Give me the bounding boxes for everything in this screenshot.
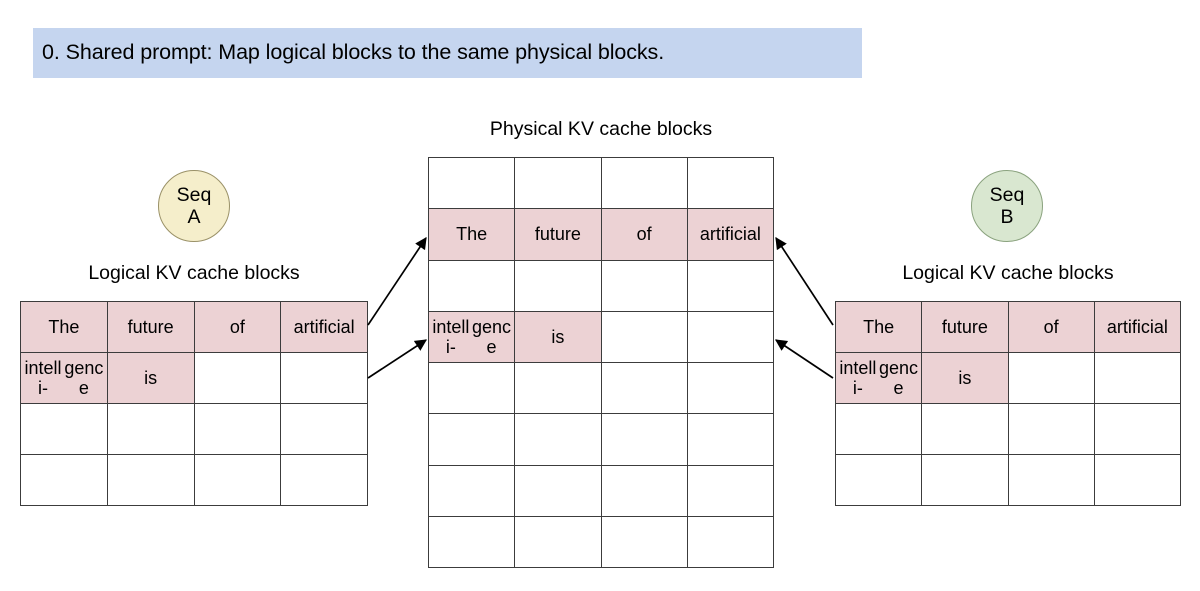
arrow-right-row2-to-physical-row4: [775, 339, 834, 379]
grid-cell: future: [107, 302, 195, 353]
arrow-right-row1-to-physical-row2: [775, 237, 834, 326]
grid-cell: [601, 260, 688, 312]
grid-cell: [687, 414, 774, 466]
sequence-badge-a-line2: A: [187, 206, 201, 228]
sequence-badge-b-line2: B: [1000, 206, 1014, 228]
grid-cell: [429, 516, 516, 568]
grid-cell: [1008, 404, 1095, 455]
grid-cell: of: [194, 302, 282, 353]
grid-cell: [687, 311, 774, 363]
grid-cell: [194, 455, 282, 506]
grid-cell: artificial: [281, 302, 368, 353]
grid-cell: The: [429, 209, 516, 261]
grid-cell: [601, 311, 688, 363]
grid-cell: artificial: [687, 209, 774, 261]
grid-cell: [281, 353, 368, 404]
grid-cell: [687, 363, 774, 415]
grid-cell: [836, 404, 923, 455]
grid-cell: [107, 404, 195, 455]
shared-prompt-text: 0. Shared prompt: Map logical blocks to …: [42, 40, 665, 65]
logical-blocks-caption-left: Logical KV cache blocks: [88, 262, 300, 284]
grid-cell: [601, 516, 688, 568]
grid-cell: [515, 260, 602, 312]
grid-cell: [1094, 353, 1181, 404]
arrow-left-row1-to-physical-row2: [367, 237, 427, 326]
grid-cell: [429, 363, 516, 415]
grid-cell: of: [1008, 302, 1095, 353]
sequence-badge-a: Seq A: [158, 170, 230, 242]
grid-cell: [601, 158, 688, 210]
grid-cell: intelli-gence: [21, 353, 108, 404]
grid-cell: [1008, 353, 1095, 404]
grid-cell: artificial: [1094, 302, 1181, 353]
physical-blocks-caption: Physical KV cache blocks: [489, 118, 713, 140]
grid-cell: [836, 455, 923, 506]
grid-cell: [515, 158, 602, 210]
grid-cell: [429, 465, 516, 517]
grid-cell: is: [922, 353, 1009, 404]
grid-cell: [922, 404, 1009, 455]
grid-cell: intelli-gence: [836, 353, 923, 404]
grid-cell: [601, 465, 688, 517]
logical-blocks-caption-right: Logical KV cache blocks: [902, 262, 1114, 284]
grid-cell: [429, 414, 516, 466]
grid-cell: [1008, 455, 1095, 506]
grid-cell: The: [21, 302, 108, 353]
grid-cell: [429, 260, 516, 312]
shared-prompt-banner: 0. Shared prompt: Map logical blocks to …: [33, 28, 862, 78]
grid-cell: intelli-gence: [429, 311, 516, 363]
grid-cell: [1094, 455, 1181, 506]
grid-cell: [194, 353, 282, 404]
grid-cell: future: [515, 209, 602, 261]
grid-cell: [429, 158, 516, 210]
arrow-left-row2-to-physical-row4: [367, 339, 427, 379]
grid-cell: [1094, 404, 1181, 455]
grid-cell: is: [515, 311, 602, 363]
grid-cell: [601, 363, 688, 415]
grid-cell: [281, 455, 368, 506]
grid-cell: [21, 404, 108, 455]
sequence-badge-b-line1: Seq: [989, 183, 1025, 206]
grid-cell: [687, 158, 774, 210]
sequence-badge-b: Seq B: [971, 170, 1043, 242]
grid-cell: [515, 516, 602, 568]
grid-cell: [687, 516, 774, 568]
grid-cell: is: [107, 353, 195, 404]
grid-cell: [515, 465, 602, 517]
grid-cell: [601, 414, 688, 466]
grid-cell: of: [601, 209, 688, 261]
grid-cell: The: [836, 302, 923, 353]
grid-cell: [21, 455, 108, 506]
grid-cell: [687, 465, 774, 517]
grid-cell: [194, 404, 282, 455]
grid-cell: [515, 363, 602, 415]
grid-cell: [922, 455, 1009, 506]
grid-cell: [281, 404, 368, 455]
grid-cell: [515, 414, 602, 466]
grid-cell: [687, 260, 774, 312]
grid-cell: [107, 455, 195, 506]
sequence-badge-a-line1: Seq: [176, 183, 212, 206]
grid-cell: future: [922, 302, 1009, 353]
